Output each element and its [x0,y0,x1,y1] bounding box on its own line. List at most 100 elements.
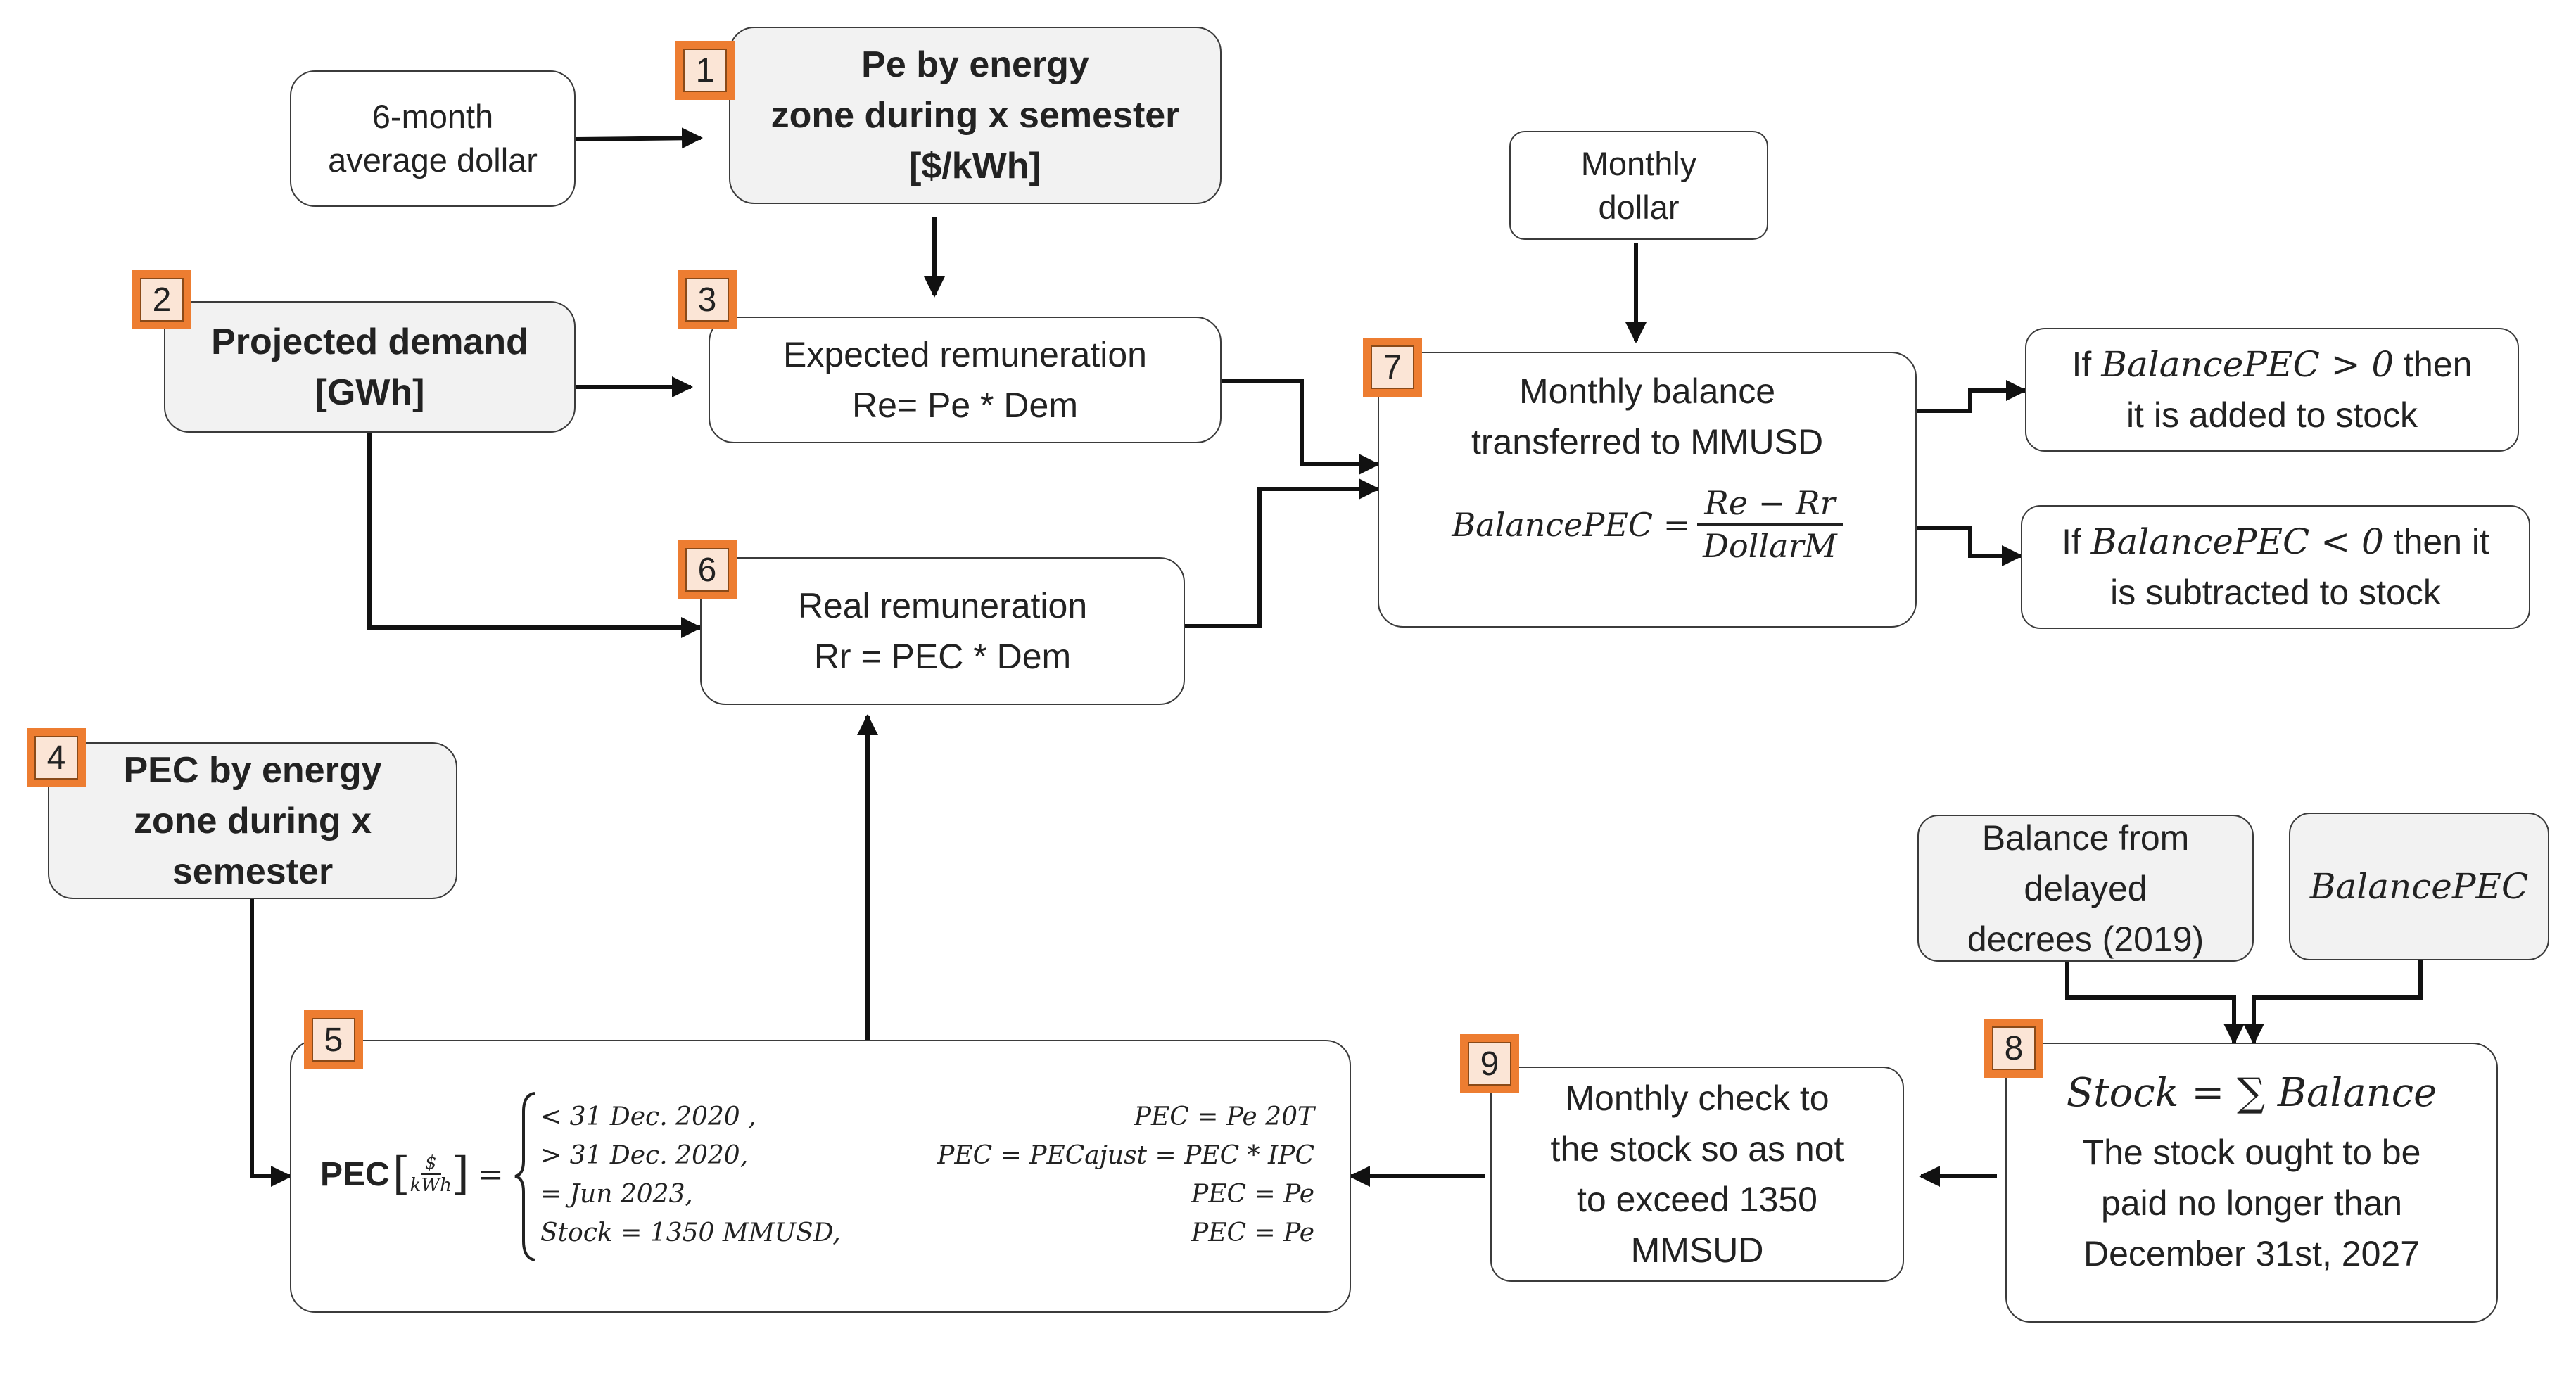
pec-case-condition: < 31 Dec. 2020 , [540,1102,756,1131]
arrow-pec-zone-to-formula [250,899,292,1187]
pec-case-result: PEC = Pe 20T [1134,1102,1314,1131]
badge-9: 9 [1460,1034,1519,1093]
demand-line1: Projected demand [211,321,528,362]
pec-case-row: < 31 Dec. 2020 , PEC = Pe 20T [540,1098,1314,1136]
pec-formula-lhs: PEC [ $ kWh ] = [320,1148,504,1200]
badge-1: 1 [675,41,735,100]
pec-case-result: PEC = PECajust = PEC * IPC [937,1141,1314,1170]
six-month-dollar-line2: average dollar [328,141,538,179]
balance-formula-num: Re − Rr [1697,484,1843,526]
pe-line2: zone during x semester [770,95,1180,136]
pec-case-result: PEC = Pe [1191,1180,1314,1209]
demand-line2: [GWh] [315,371,425,413]
negative-balance-box: If BalancePEC < 0 then it is subtracted … [2021,505,2530,629]
arrow-dollar-to-pe [575,127,703,149]
balance-pec-box: BalancePEC [2289,813,2549,960]
expected-line2: Re= Pe * Dem [852,386,1078,425]
negative-line1: If BalancePEC < 0 then it [2062,516,2489,567]
monthly-dollar-box: Monthly dollar [1509,131,1768,240]
real-box: Real remuneration Rr = PEC * Dem [700,557,1185,705]
arrow-balance-to-negative [1917,526,2023,566]
stock-line1: The stock ought to be [2082,1133,2421,1172]
badge-5: 5 [304,1010,363,1069]
badge-3-label: 3 [685,278,729,322]
pec-zone-line3: semester [172,851,334,892]
badge-3: 3 [678,270,737,329]
negative-pre: If [2062,522,2091,561]
stock-box: Stock = ∑ Balance The stock ought to be … [2005,1043,2498,1323]
delayed-line2: delayed [2024,868,2147,908]
pec-case-result: PEC = Pe [1191,1219,1314,1247]
balance-formula-lhs: BalancePEC = [1452,505,1691,544]
badge-2: 2 [132,270,191,329]
pec-case-condition: = Jun 2023, [540,1180,693,1209]
delayed-line1: Balance from [1981,818,2190,858]
pec-unit-bracket-open: [ [392,1148,410,1200]
expected-line1: Expected remuneration [783,335,1147,374]
stock-line2: paid no longer than [2100,1183,2403,1223]
balance-formula-fraction: Re − Rr DollarM [1697,484,1843,565]
balance-formula: BalancePEC = Re − Rr DollarM [1452,484,1843,565]
balance-formula-den: DollarM [1703,527,1837,565]
six-month-dollar-box: 6-month average dollar [290,70,576,207]
balance-box: Monthly balance transferred to MMUSD Bal… [1378,352,1917,628]
balance-line2: transferred to MMUSD [1471,422,1824,462]
pec-unit-num: $ [421,1152,441,1175]
positive-post: then [2394,345,2473,384]
arrow-balance-to-positive [1917,380,2027,413]
badge-6: 6 [678,540,737,599]
stock-formula: Stock = ∑ Balance [2066,1070,2437,1116]
real-line2: Rr = PEC * Dem [813,637,1072,676]
positive-line2: it is added to stock [2126,395,2418,435]
badge-9-label: 9 [1468,1042,1511,1086]
pec-unit-den: kWh [410,1175,452,1196]
check-box: Monthly check to the stock so as not to … [1490,1067,1904,1282]
expected-box: Expected remuneration Re= Pe * Dem [709,317,1222,443]
negative-line2: is subtracted to stock [2110,573,2441,612]
pec-cases-brace [514,1092,535,1261]
stock-line3: December 31st, 2027 [2083,1234,2420,1273]
badge-1-label: 1 [683,49,727,92]
badge-8: 8 [1984,1019,2043,1078]
balance-line1: Monthly balance [1518,371,1776,411]
monthly-dollar-line1: Monthly [1580,144,1697,182]
check-line4: MMSUD [1630,1230,1764,1270]
badge-2-label: 2 [140,278,184,322]
pec-zone-line1: PEC by energy [123,749,382,791]
pec-unit-fraction: $ kWh [410,1152,452,1196]
check-line3: to exceed 1350 [1577,1180,1817,1219]
positive-line1: If BalancePEC > 0 then [2072,339,2473,390]
six-month-dollar-line1: 6-month [372,98,494,135]
negative-condition: BalancePEC < 0 [2090,521,2384,562]
badge-7-label: 7 [1371,345,1414,389]
pec-case-condition: Stock = 1350 MMUSD, [540,1219,841,1247]
arrow-real-to-balance [1185,478,1380,628]
badge-8-label: 8 [1992,1026,2036,1070]
monthly-dollar-line2: dollar [1598,188,1680,226]
check-line1: Monthly check to [1565,1079,1829,1118]
arrow-delayed-to-stock [2065,962,2245,1045]
pec-equals: = [477,1156,504,1192]
badge-6-label: 6 [685,548,729,592]
pec-formula-box [290,1040,1351,1313]
pec-zone-box: PEC by energy zone during x semester [48,742,457,899]
negative-post: then it [2383,522,2489,561]
pe-line1: Pe by energy [861,44,1089,85]
badge-4: 4 [27,728,86,787]
pe-box: Pe by energy zone during x semester [$/k… [729,27,1222,204]
real-line1: Real remuneration [797,586,1088,625]
pe-line3: [$/kWh] [909,146,1041,186]
positive-condition: BalancePEC > 0 [2101,344,2394,385]
pec-unit-bracket-close: ] [451,1148,469,1200]
pec-lhs-label: PEC [320,1155,390,1193]
pec-case-row: Stock = 1350 MMUSD, PEC = Pe [540,1214,1314,1252]
pec-case-row: = Jun 2023, PEC = Pe [540,1175,1314,1214]
pec-cases: < 31 Dec. 2020 , PEC = Pe 20T > 31 Dec. … [540,1098,1314,1252]
balance-pec-label: BalancePEC [2309,866,2529,907]
badge-7: 7 [1363,338,1422,397]
pec-case-row: > 31 Dec. 2020, PEC = PECajust = PEC * I… [540,1136,1314,1175]
demand-box: Projected demand [GWh] [164,301,576,433]
arrow-expected-to-balance [1222,379,1380,475]
